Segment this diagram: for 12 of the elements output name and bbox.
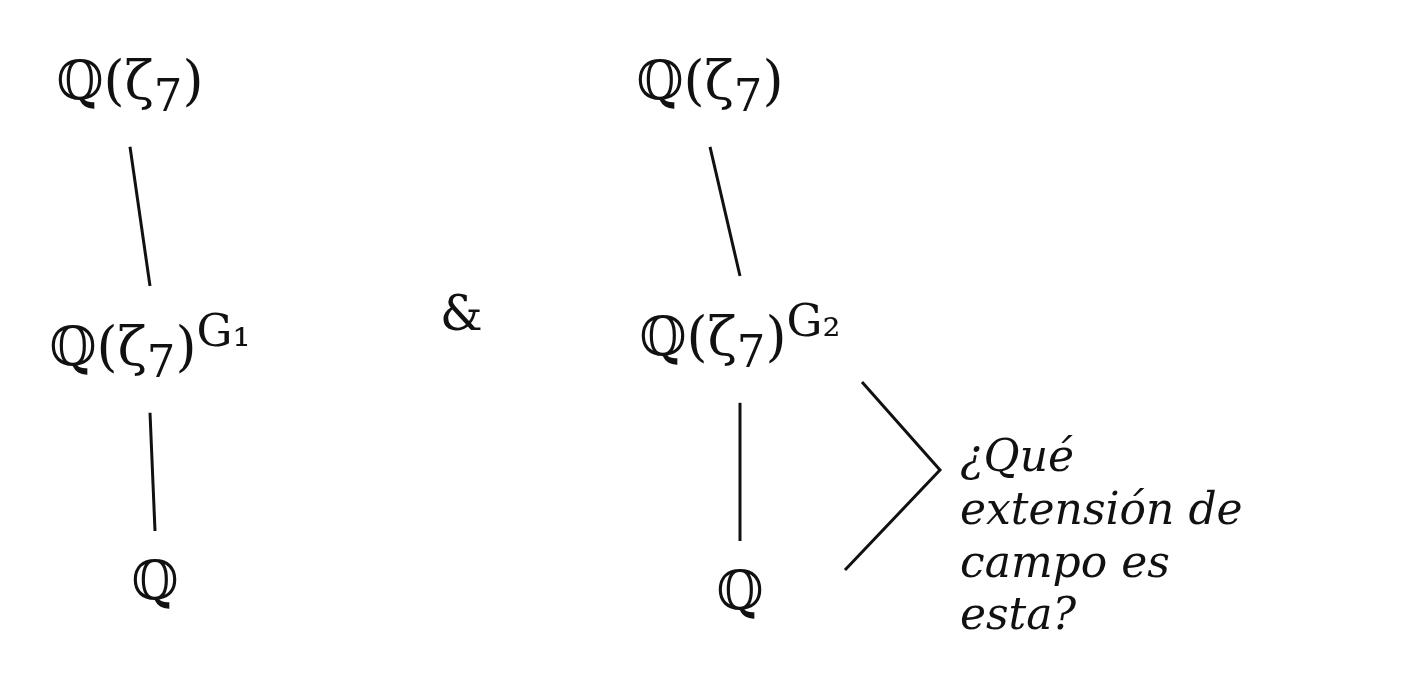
connector-line [708,146,742,277]
connector-line [128,146,152,287]
connector-line [148,412,157,532]
field-label: ℚ [710,555,770,628]
field-label: ℚ(ζ$_{7}$)$^{G₁}$ [43,300,257,393]
question-text: ¿Qué extensión de campo es esta? [960,430,1244,642]
field-label: ℚ(ζ$_{7}$)$^{G₂}$ [633,290,847,383]
connector-line [738,402,742,541]
ampersand: & [440,285,483,341]
field-label: ℚ(ζ$_{7}$) [50,45,210,127]
field-label: ℚ(ζ$_{7}$) [630,45,790,127]
field-label: ℚ [125,545,185,618]
